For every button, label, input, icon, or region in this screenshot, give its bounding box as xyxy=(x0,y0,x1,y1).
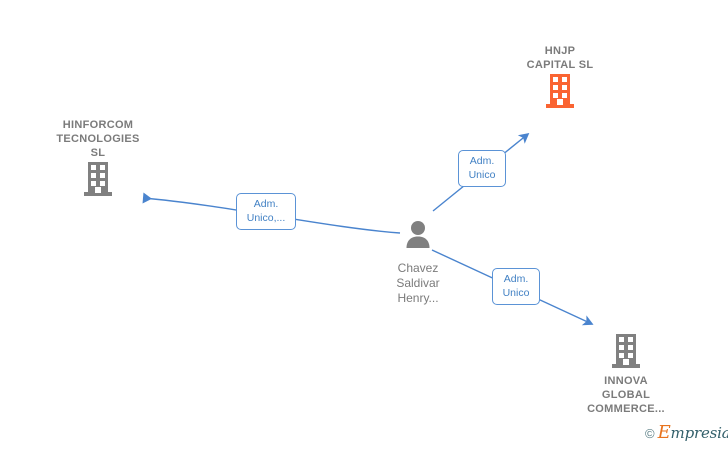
copyright-icon: © xyxy=(645,425,655,441)
building-icon-wrap xyxy=(490,72,630,114)
brand-wordmark: Empresia xyxy=(658,424,728,442)
building-icon-wrap xyxy=(556,332,696,374)
person-icon xyxy=(406,221,430,248)
graph-node-label: INNOVA GLOBAL COMMERCE... xyxy=(587,375,665,415)
graph-node-innova-global-commerce[interactable]: INNOVA GLOBAL COMMERCE... xyxy=(556,332,696,416)
building-icon xyxy=(612,334,640,368)
person-icon-wrap xyxy=(348,219,488,261)
edge-label-hnjp[interactable]: Adm. Unico xyxy=(458,150,506,187)
building-icon xyxy=(546,74,574,108)
brand-rest: mpresia xyxy=(670,424,728,442)
edge-label-hinforcom[interactable]: Adm. Unico,... xyxy=(236,193,296,230)
graph-node-hnjp-capital[interactable]: HNJP CAPITAL SL xyxy=(490,44,630,114)
building-icon-wrap xyxy=(28,160,168,202)
edge-label-innova[interactable]: Adm. Unico xyxy=(492,268,540,305)
graph-node-label: HINFORCOM TECNOLOGIES SL xyxy=(56,119,140,159)
graph-node-label: HNJP CAPITAL SL xyxy=(526,45,594,71)
graph-node-label: Chavez Saldivar Henry... xyxy=(396,261,440,305)
building-icon xyxy=(84,162,112,196)
empresia-watermark: © Empresia xyxy=(645,424,728,442)
graph-node-hinforcom-tecnologies[interactable]: HINFORCOM TECNOLOGIES SL xyxy=(28,118,168,202)
graph-node-chavez-saldivar-henry[interactable]: Chavez Saldivar Henry... xyxy=(348,219,488,306)
brand-initial: E xyxy=(657,422,671,443)
